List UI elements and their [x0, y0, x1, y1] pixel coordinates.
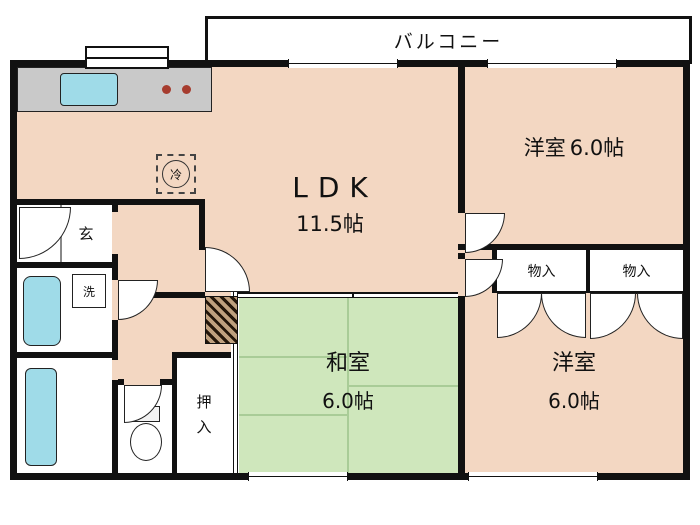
tatami-line — [347, 298, 349, 473]
storage-right-box — [590, 250, 683, 291]
wall — [458, 244, 690, 250]
sliding-door-line — [232, 292, 234, 473]
toilet-bowl — [130, 423, 162, 461]
entrance-label: 玄 — [66, 222, 106, 244]
storage-left-label: 物入 — [497, 250, 586, 291]
ldk-label: LDK 11.5帖 — [230, 168, 430, 240]
ldk-size: 11.5帖 — [296, 211, 364, 236]
refrigerator-icon: 冷 — [162, 160, 190, 188]
wall — [17, 199, 205, 205]
pipe-space — [205, 296, 238, 344]
window — [468, 472, 598, 481]
western-room-top-size: 6.0帖 — [569, 136, 625, 160]
sliding-door-track — [238, 293, 458, 297]
refrigerator-label: 冷 — [169, 167, 182, 182]
sliding-door-track — [231, 292, 239, 473]
japanese-room-size: 6.0帖 — [322, 388, 374, 413]
wall — [112, 268, 118, 280]
window — [288, 59, 398, 68]
oshiire-closet — [177, 358, 232, 473]
refrigerator-box: 冷 — [156, 154, 196, 194]
wall — [112, 380, 118, 473]
western-room-top-label: 洋室 6.0帖 — [474, 130, 674, 164]
sliding-door-tick — [352, 292, 354, 298]
window — [487, 59, 617, 68]
wall — [112, 254, 118, 268]
wall — [458, 296, 465, 473]
entrance-text: 玄 — [78, 224, 94, 243]
wall — [118, 292, 205, 298]
storage-left-text: 物入 — [527, 263, 556, 280]
door-swing-storage-right — [637, 293, 683, 339]
wall — [458, 253, 465, 259]
wall — [17, 262, 118, 268]
oshiire-char-1: 押 — [196, 393, 212, 411]
window — [248, 472, 348, 481]
ldk-name: LDK — [292, 170, 378, 204]
bathtub — [23, 276, 61, 346]
washer-box: 洗 — [72, 274, 106, 308]
wall — [590, 291, 683, 294]
wall — [586, 250, 590, 293]
oshiire-char-2: 入 — [196, 418, 212, 436]
balcony-label: バルコニー — [393, 30, 504, 53]
tatami-line — [238, 414, 348, 416]
western-room-top-name: 洋室 — [523, 136, 566, 160]
kitchen-window-box — [85, 46, 169, 69]
kitchen-window-line — [87, 57, 167, 59]
washer-label: 洗 — [82, 284, 95, 299]
kitchen-sink — [60, 73, 118, 106]
japanese-room-name: 和室 — [325, 350, 370, 376]
sliding-door-line — [236, 292, 238, 473]
storage-left-box — [497, 250, 586, 291]
wall — [199, 205, 205, 250]
balcony: バルコニー — [205, 16, 692, 64]
stove-burner — [182, 85, 191, 94]
western-room-bottom-name: 洋室 — [551, 350, 596, 376]
storage-right-label: 物入 — [590, 250, 683, 291]
sliding-door-line — [238, 292, 458, 294]
wall — [17, 352, 118, 358]
tatami-line — [348, 385, 458, 387]
stove-burner — [162, 85, 171, 94]
storage-right-text: 物入 — [622, 263, 651, 280]
western-room-bottom-label: 洋室 6.0帖 — [474, 342, 674, 416]
wall — [112, 199, 118, 212]
tatami-line — [238, 356, 348, 358]
wall — [118, 379, 124, 385]
japanese-room-label: 和室 6.0帖 — [248, 340, 448, 418]
wall — [160, 379, 172, 385]
oshiire-label: 押 入 — [179, 378, 229, 450]
wall — [112, 320, 118, 360]
sliding-door-line — [238, 296, 458, 298]
door-swing-bathroom — [118, 280, 158, 320]
wall — [458, 67, 465, 213]
western-room-bottom-size: 6.0帖 — [548, 388, 600, 413]
wall — [172, 352, 238, 358]
wall — [497, 291, 586, 294]
wall — [172, 352, 177, 473]
vanity-counter — [25, 368, 57, 466]
